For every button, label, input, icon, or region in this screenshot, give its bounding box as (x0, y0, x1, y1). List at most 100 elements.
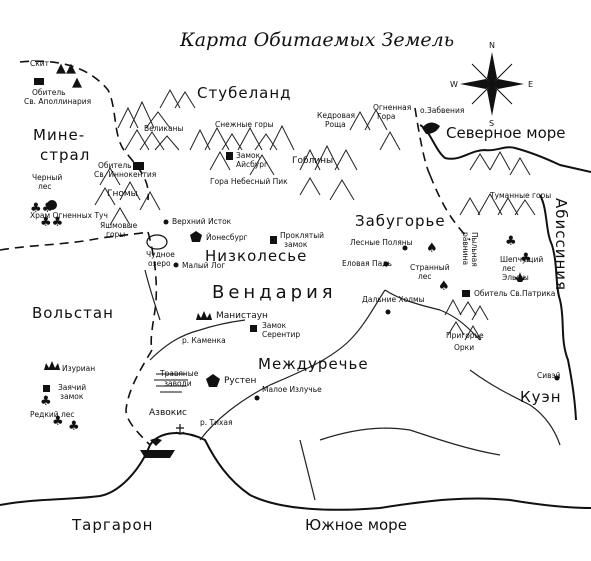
label-obitel-apol-2: Св. Аполлинария (24, 97, 91, 106)
border-minestral-south (0, 231, 149, 251)
pentagon-icon-rusten (206, 374, 220, 387)
label-ognennaya-1: Огненная (373, 103, 411, 112)
map-title: Карта Обитаемых Земель (179, 29, 454, 51)
label-hram: Храм Огненных Туч (30, 211, 108, 220)
border-stubeland (414, 107, 431, 176)
forest-redky-3: ♣ (68, 419, 80, 434)
border-zabugorye (429, 174, 471, 241)
mountains-tumannye (459, 150, 536, 216)
crown-icon-izurian (44, 361, 60, 370)
label-r-tihaya: р. Тихая (200, 418, 233, 427)
label-gnomy: Гномы (107, 189, 138, 199)
label-yonesburg: Йонесбург (206, 233, 248, 242)
label-zabvenie: о.Забвения (420, 106, 464, 115)
label-strannyi-2: лес (418, 272, 432, 281)
label-obitel-apol-1: Обитель (32, 88, 66, 97)
island-icon-zabvenie (422, 122, 440, 134)
city-dot-elovaya (383, 261, 389, 267)
label-tumannye-gory: Туманные горы (489, 191, 551, 200)
mountains-gobliny (299, 108, 401, 201)
east-coast (539, 194, 577, 421)
forest-sheptushchy: ♣ (505, 234, 517, 249)
label-pylnaya: Пыльная (470, 232, 479, 267)
south-coast (0, 432, 591, 511)
forest-skit: ▲▲ (56, 61, 76, 76)
city-dot-maly-log (173, 262, 179, 268)
compass-w: W (450, 80, 458, 89)
marsh-icon-travnye (154, 373, 188, 393)
river-kuen (469, 369, 561, 446)
region-minestral-1: Мине- (33, 126, 85, 144)
mountains (94, 88, 536, 341)
label-manistaun: Манистаун (216, 311, 268, 321)
label-snezhnye-gory: Снежные горы (215, 120, 274, 129)
label-gobliny: Гоблины (292, 156, 333, 166)
forest-sheptushchy-2: ♣ (520, 251, 532, 266)
label-azvokis: Азвокис (149, 408, 187, 418)
city-dot-verhny (163, 219, 169, 225)
label-izurian: Изуриан (62, 364, 95, 373)
pentagon-icon-yonesburg (190, 231, 202, 242)
label-zayachy-2: замок (60, 392, 84, 401)
castle-icon-inn (133, 162, 144, 170)
label-maly-log: Малый Лог (182, 261, 225, 270)
label-pylnaya-2: равнина (461, 232, 470, 265)
castle-icon-proklyaty (270, 236, 277, 244)
label-gora-pik: Гора Небесный Пик (210, 177, 288, 186)
label-strannyi-1: Странный (410, 263, 450, 272)
elf-icon (514, 272, 526, 282)
label-skit: Скит (30, 59, 50, 68)
anchor-icon-azvokis (175, 424, 185, 435)
region-stubeland: Стубеланд (197, 84, 292, 102)
river-south (299, 439, 316, 501)
compass-rose: N S W E (450, 41, 533, 128)
river-southeast (319, 427, 501, 456)
crown-icon-manistaun (196, 311, 212, 320)
forest-redky-2: ♣ (52, 414, 64, 429)
border-volstan (147, 231, 158, 351)
forest-strannyi-2: ♠ (438, 279, 450, 294)
label-dalnie-holmy: Дальние Холмы (362, 295, 425, 304)
label-lesnye-polyany: Лесные Поляны (350, 238, 413, 247)
lake-icon-chudnoe (146, 234, 168, 250)
forest-redky: ♣ (40, 394, 52, 409)
label-zamok-serentir-1: Замок (262, 321, 287, 330)
region-abyssinia: Абиссиния (552, 198, 570, 291)
label-sheptushchy-2: лес (502, 264, 516, 273)
region-kuen: Куэн (520, 388, 562, 406)
label-zayachy-1: Заячий (58, 383, 86, 392)
label-yashmovye-2: горы (106, 230, 125, 239)
label-elovaya-pad: Еловая Падь (342, 259, 392, 268)
region-mezhdurechye: Междуречье (258, 355, 369, 373)
label-rusten: Рустен (224, 376, 256, 386)
label-velikany: Великаны (144, 124, 183, 133)
river-lake (144, 269, 161, 321)
sea-north: Северное море (446, 124, 566, 142)
label-elfy: Эльфы (502, 273, 529, 282)
label-cherny-les-1: Черный (32, 173, 62, 182)
label-sheptushchy-1: Шепчущий (500, 255, 543, 264)
label-obitel-patrik: Обитель Св.Патрика (474, 289, 555, 298)
coastlines (0, 124, 591, 511)
mountains-snezhnye (189, 124, 295, 176)
ship-icon (140, 436, 175, 458)
city-dot-maloe (254, 395, 260, 401)
river-tihaya (199, 289, 386, 441)
label-proklyaty-1: Проклятый (280, 231, 324, 240)
label-obitel-inn-1: Обитель (98, 161, 132, 170)
borders (0, 60, 471, 446)
forest-strannyi: ♠ (426, 241, 438, 256)
label-zamok-serentir-2: Серентир (262, 330, 300, 339)
label-travnye-1: Травяные (159, 369, 199, 378)
label-zamok-aysburg-2: Айсбург (236, 160, 268, 169)
city-dot-dalnie (385, 309, 391, 315)
symbols (34, 78, 560, 458)
castle-icon-patrik (462, 290, 470, 297)
label-cherny-les-2: лес (38, 182, 52, 191)
label-kedrovaya-1: Кедровая (317, 111, 355, 120)
compass-n: N (489, 41, 495, 50)
city-dot-lesnye (402, 245, 408, 251)
castle-icon-serentir (250, 325, 257, 332)
label-prigorye-2: Орки (454, 343, 474, 352)
